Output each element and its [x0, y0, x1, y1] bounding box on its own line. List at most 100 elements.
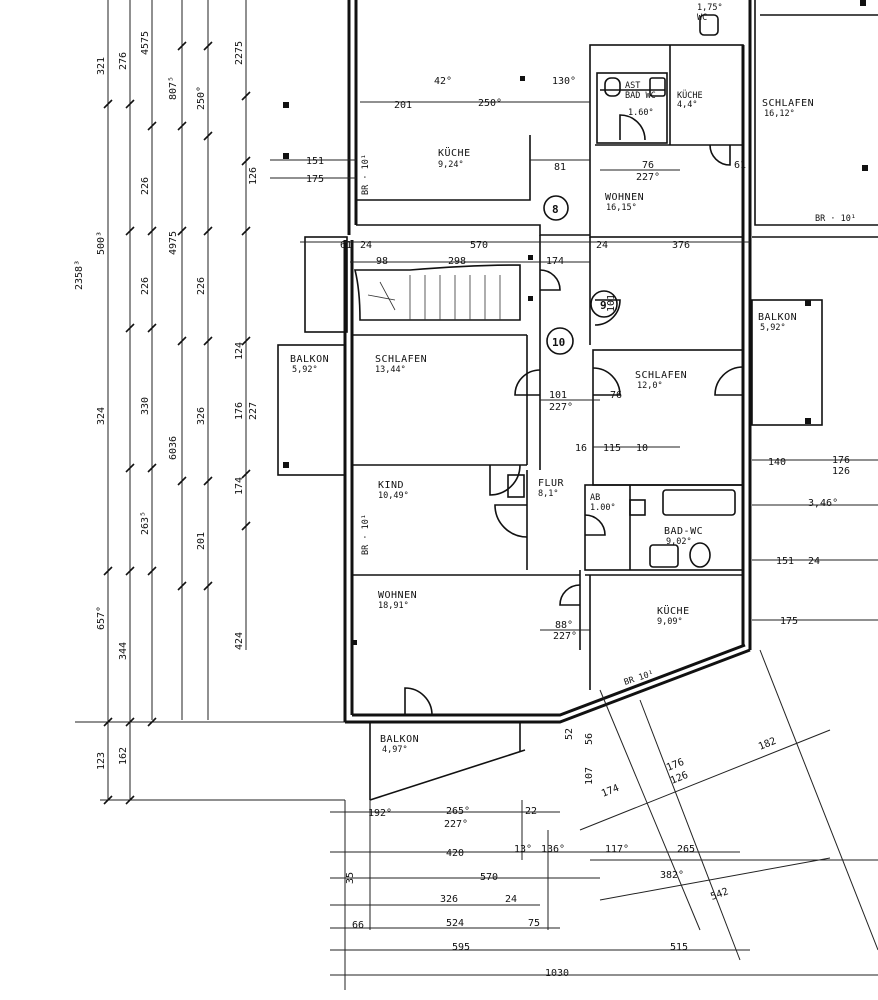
- dim-2358: 2358³: [74, 260, 85, 290]
- dim-595: 595: [452, 942, 470, 953]
- br-label-1: BR · 10¹: [361, 154, 371, 195]
- room-balkon-bottom-area: 4,97°: [382, 745, 408, 755]
- room-kueche-top-name: KÜCHE: [438, 146, 471, 159]
- dim-420: 420: [446, 848, 464, 859]
- room-abst-area: 1.00°: [590, 503, 616, 513]
- room-bad-wc-small-name: BAD WC: [625, 91, 656, 101]
- building-walls: [277, 0, 878, 961]
- dim-265: 265°: [446, 806, 470, 817]
- dim-162: 162: [118, 747, 129, 765]
- dim-126: 126: [832, 466, 850, 477]
- dim-66: 66: [352, 920, 364, 931]
- dim-107: 107: [584, 767, 595, 785]
- dim-326: 326: [440, 894, 458, 905]
- room-labels: KÜCHE 9,24° SCHLAFEN 16,12° KÜCHE 4,4° A…: [290, 3, 814, 755]
- marker-10-circle: [546, 327, 574, 355]
- dim-330: 330: [140, 397, 151, 415]
- dim-124: 124: [234, 342, 245, 360]
- dim-250: 250°: [478, 98, 502, 109]
- room-kind-area: 10,49°: [378, 491, 409, 501]
- dim-101a: 101: [549, 390, 567, 401]
- dim-227a: 227°: [636, 172, 660, 183]
- columns: [283, 0, 868, 645]
- dim-382: 382°: [660, 870, 684, 881]
- dim-182: 182: [757, 736, 778, 753]
- dim-515: 515: [670, 942, 688, 953]
- dim-76: 76: [642, 160, 654, 171]
- room-schlafen-right-area: 12,0°: [637, 381, 663, 391]
- dim-126c: 126: [248, 167, 259, 185]
- br-label-2: BR · 10¹: [815, 214, 856, 224]
- room-bad-wc-name: BAD-WC: [664, 526, 703, 537]
- dim-321: 321: [96, 57, 107, 75]
- marker-10-label: 10: [552, 336, 565, 349]
- dim-81: 81: [554, 162, 566, 173]
- dim-175: 175: [306, 174, 324, 185]
- door-swings: [404, 114, 744, 716]
- dim-98: 98: [376, 256, 388, 267]
- dim-424: 424: [234, 632, 245, 650]
- dim-192: 192°: [368, 808, 392, 819]
- dim-500: 500³: [96, 231, 107, 255]
- dim-201: 201: [394, 100, 412, 111]
- dim-346: 3,46°: [808, 498, 838, 509]
- dim-13: 13°: [514, 844, 532, 855]
- dim-4975: 4975: [168, 231, 179, 255]
- room-schlafen-right-name: SCHLAFEN: [635, 370, 687, 381]
- dim-6036: 6036: [168, 436, 179, 460]
- room-schlafen-top-right-area: 16,12°: [764, 109, 795, 119]
- room-schlafen-left-name: SCHLAFEN: [375, 354, 427, 365]
- bottom-dimension-chains: 192° 265° 227° 22 420 13° 136° 117° 265 …: [330, 728, 878, 990]
- dim-570b: 570: [480, 872, 498, 883]
- dim-151b: 151: [776, 556, 794, 567]
- room-flur-name: FLUR: [538, 478, 565, 489]
- dim-175b: 175: [780, 616, 798, 627]
- dim-52: 52: [564, 728, 575, 740]
- br-label-3: BR · 10¹: [361, 514, 371, 555]
- dim-250b: 250°: [196, 86, 207, 110]
- dim-61b: 61: [734, 160, 746, 171]
- dim-176: 176: [832, 455, 850, 466]
- room-balkon-left-area: 5,92°: [292, 365, 318, 375]
- marker-9-label: 9: [600, 299, 607, 312]
- dim-226b: 226: [140, 277, 151, 295]
- room-kueche-small-name: KÜCHE: [677, 90, 703, 101]
- dim-24c: 24: [808, 556, 820, 567]
- dim-88: 88°: [555, 620, 573, 631]
- dim-56: 56: [584, 733, 595, 745]
- dim-101b: 101: [606, 294, 617, 312]
- dim-657: 657°: [96, 606, 107, 630]
- dim-176c: 176: [234, 402, 245, 420]
- marker-8-label: 8: [552, 203, 559, 216]
- dim-570: 570: [470, 240, 488, 251]
- room-flur-area: 8,1°: [538, 489, 558, 499]
- room-balkon-right-area: 5,92°: [760, 323, 786, 333]
- room-balkon-right-name: BALKON: [758, 312, 797, 323]
- dim-324: 324: [96, 407, 107, 425]
- dim-226a: 226: [140, 177, 151, 195]
- dim-123: 123: [96, 752, 107, 770]
- dim-1030: 1030: [545, 968, 569, 979]
- room-kueche-bottom-name: KÜCHE: [657, 604, 690, 617]
- room-kueche-top-area: 9,24°: [438, 160, 464, 170]
- dim-263: 263⁵: [140, 511, 151, 535]
- left-dimension-chains: 2358³ 657° 123 321 500³ 324 162 276 344 …: [74, 0, 345, 805]
- dim-140: 140: [768, 457, 786, 468]
- dim-4575: 4575: [140, 31, 151, 55]
- room-balkon-left-name: BALKON: [290, 354, 329, 365]
- dim-151: 151: [306, 156, 324, 167]
- dim-227d: 227°: [444, 819, 468, 830]
- dim-344: 344: [118, 642, 129, 660]
- dim-35: 35: [345, 872, 356, 884]
- room-bad-wc-area: 9,02°: [666, 537, 692, 547]
- dim-16: 16: [575, 443, 587, 454]
- dim-24b: 24: [596, 240, 608, 251]
- dim-227c: 227°: [553, 631, 577, 642]
- room-schlafen-top-right-name: SCHLAFEN: [762, 98, 814, 109]
- dim-174b: 174: [600, 783, 621, 800]
- dim-115: 115: [603, 443, 621, 454]
- dim-136: 136°: [541, 844, 565, 855]
- marker-8-circle: [543, 195, 569, 221]
- dim-201b: 201: [196, 532, 207, 550]
